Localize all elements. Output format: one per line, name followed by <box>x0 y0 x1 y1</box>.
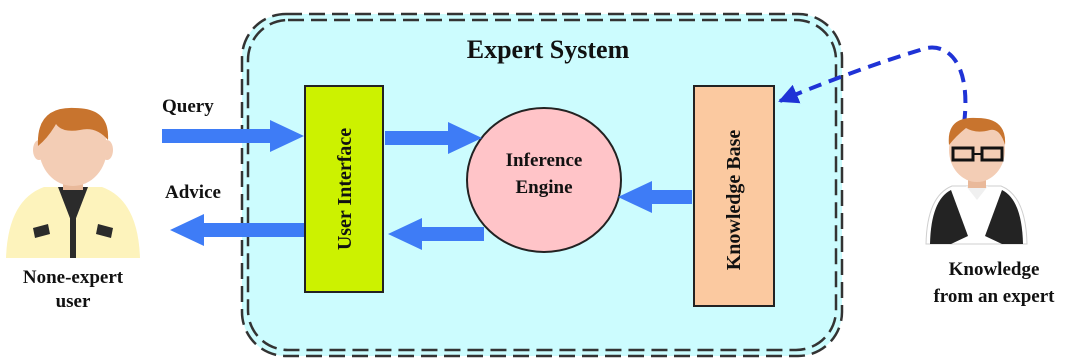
user-interface-box: User Interface <box>304 85 384 293</box>
knowledge-base-label: Knowledge Base <box>723 130 745 271</box>
system-title: Expert System <box>467 35 630 64</box>
user-label-line1: None-expert <box>23 267 124 288</box>
user-interface-label: User Interface <box>334 128 356 250</box>
inference-engine-label-line2: Engine <box>515 177 572 198</box>
advice-arrow <box>170 214 304 246</box>
inference-engine-node: Inference Engine <box>466 107 622 253</box>
inference-engine-label-line1: Inference <box>506 150 583 171</box>
query-label: Query <box>162 96 214 117</box>
knowledge-base-box: Knowledge Base <box>693 85 775 307</box>
expert-label-line1: Knowledge <box>949 259 1040 280</box>
kb-to-inference-arrow <box>618 181 692 213</box>
query-arrow <box>162 120 304 152</box>
ui-to-inference-arrow <box>385 122 482 154</box>
expert-label-line2: from an expert <box>933 286 1055 307</box>
inference-to-ui-arrow <box>388 218 484 250</box>
user-avatar-icon <box>6 107 140 258</box>
expert-to-kb-dashed-arrow <box>778 45 968 125</box>
advice-label: Advice <box>165 182 221 203</box>
expert-avatar-icon <box>925 117 1028 245</box>
user-label-line2: user <box>56 291 91 312</box>
